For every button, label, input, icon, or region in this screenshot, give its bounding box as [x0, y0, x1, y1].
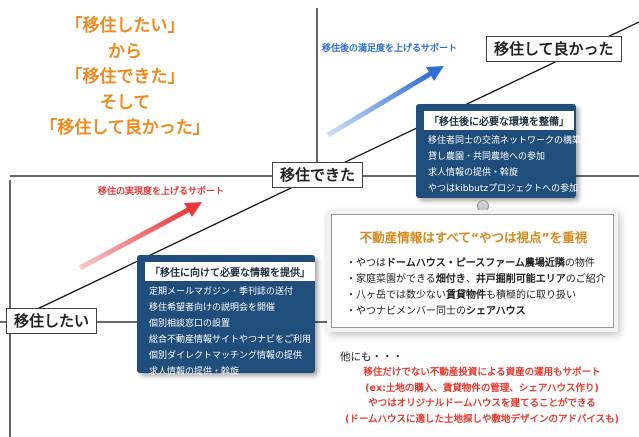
- post-move-box-item: やつはkibbutzプロジェクトへの参加: [428, 184, 579, 194]
- post-move-support-box: 「移住後に必要な環境を整備」 移住者同士の交流ネットワークの構築 貸し農園・共同…: [416, 104, 582, 198]
- pre-move-box-item: 個別相談窓口の設置: [149, 319, 231, 329]
- lower-arrow-label: 移住の実現度を上げるサポート: [98, 187, 225, 197]
- pre-move-box-item: 定期メールマガジン・季刊誌の送付: [149, 287, 294, 297]
- upper-arrow-label: 移住後の満足度を上げるサポート: [322, 44, 458, 54]
- stage-start-label: 移住したい: [6, 308, 98, 334]
- headline: 「移住したい」 から 「移住できた」 そして 「移住して良かった」: [30, 14, 220, 142]
- pre-move-support-box: 「移住に向けて必要な情報を提供」 定期メールマガジン・季刊誌の送付 移住希望者向…: [137, 255, 315, 377]
- pre-move-box-item: 総合不動産情報サイトやつナビをご利用: [149, 335, 312, 345]
- upper-support-arrow: [326, 66, 444, 138]
- headline-line: 「移住できた」: [65, 67, 185, 87]
- other-line: (ex:土地の購入、賃貸物件の管理、シェアハウス作り): [365, 382, 599, 394]
- policy-item: ・家庭菜園ができる畑付き、井戸掘削可能エリアのご紹介: [346, 274, 606, 285]
- other-line: 移住だけでない不動産投資による資産の運用もサポート: [363, 367, 601, 378]
- post-move-box-item: 移住者同士の交流ネットワークの構築: [428, 136, 582, 146]
- pre-move-box-item: 移住希望者向けの説明会を開催: [149, 303, 276, 313]
- lower-support-arrow: [78, 202, 202, 271]
- post-move-box-item: 求人情報の提供・斡旋: [428, 168, 519, 178]
- pre-move-box-item: 個別ダイレクトマッチング情報の提供: [149, 351, 303, 361]
- pin-icon: [477, 200, 489, 212]
- pre-move-box-item: 求人情報の提供・斡旋: [149, 367, 240, 377]
- other-services: 移住だけでない不動産投資による資産の運用もサポート (ex:土地の購入、賃貸物件…: [332, 365, 632, 427]
- other-label: 他にも・・・: [340, 351, 403, 363]
- real-estate-policy-card: 不動産情報はすべて“やつは視点”を重視 ・やつはドームハウス・ピースファーム農場…: [331, 214, 614, 328]
- headline-line: から: [108, 41, 142, 62]
- stage-middle-label: 移住できた: [272, 162, 364, 188]
- policy-item: ・八ヶ岳では数少ない賃貸物件も積極的に取り扱い: [346, 290, 576, 301]
- policy-item: ・やつはドームハウス・ピースファーム農場近隣の物件: [346, 258, 595, 269]
- other-line: やつはオリジナルドームハウスを建てることができる: [368, 398, 596, 409]
- policy-item: ・やつナビメンバー同士のシェアハウス: [346, 306, 526, 317]
- headline-line: そして: [99, 92, 151, 113]
- stage-goal-label: 移住して良かった: [486, 36, 622, 62]
- pre-move-box-title: 「移住に向けて必要な情報を提供」: [145, 262, 315, 281]
- policy-title: 不動産情報はすべて“やつは視点”を重視: [359, 230, 588, 245]
- headline-line: 「移住して良かった」: [40, 118, 210, 138]
- post-move-box-title: 「移住後に必要な環境を整備」: [424, 111, 574, 130]
- other-line: (ドームハウスに適した土地探しや敷地デザインのアドバイスも): [344, 413, 620, 425]
- post-move-box-item: 貸し農園・共同農地への参加: [428, 152, 546, 162]
- headline-line: 「移住したい」: [65, 16, 185, 36]
